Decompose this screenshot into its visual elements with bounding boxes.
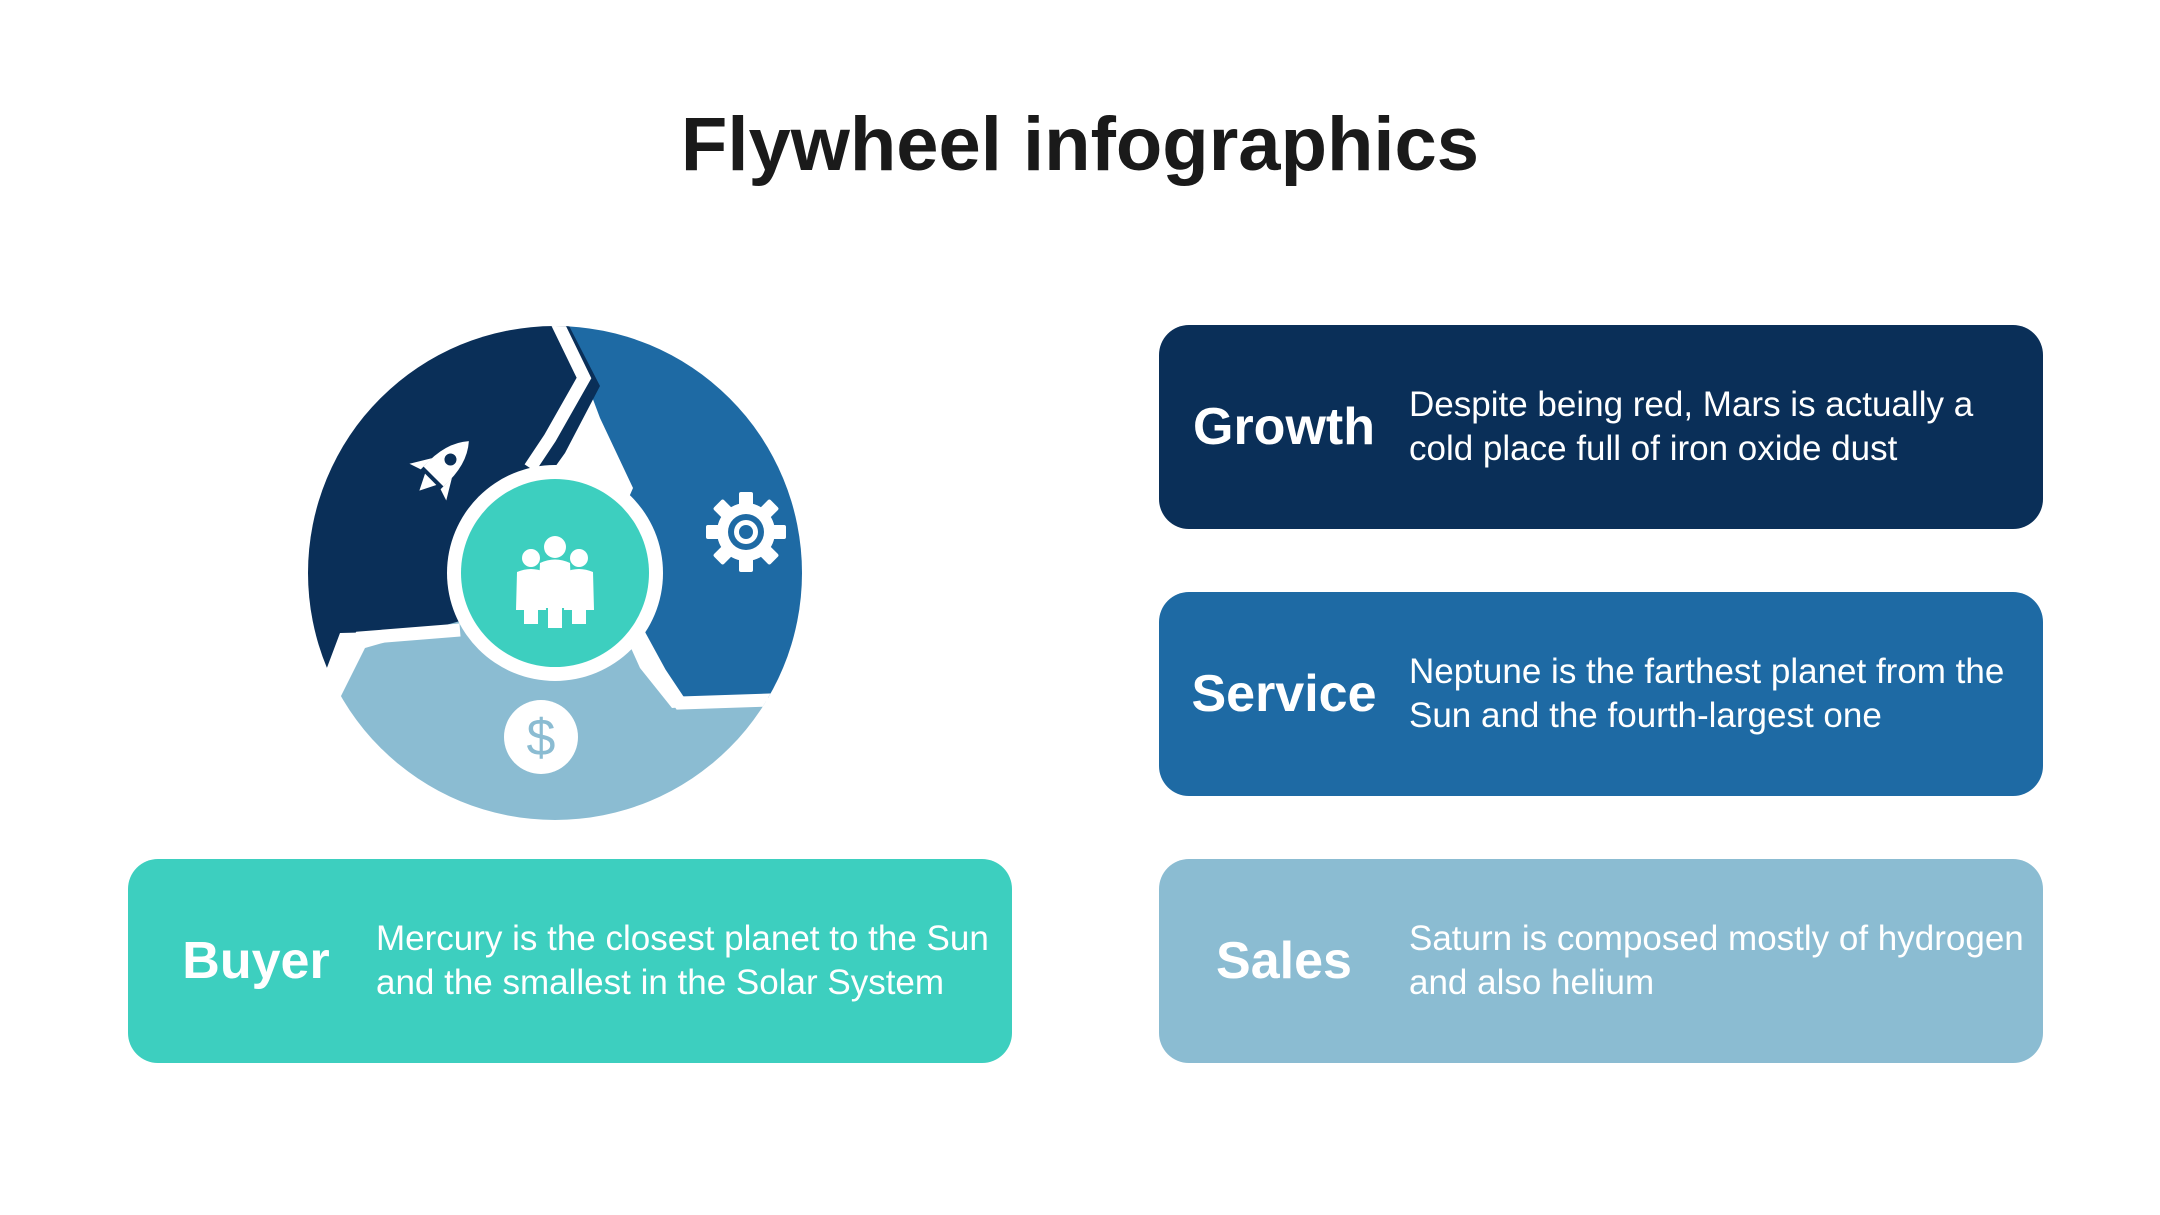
people-icon [516,536,594,628]
sales-description: Saturn is composed mostly of hydrogen an… [1409,917,2043,1005]
service-card: Service Neptune is the farthest planet f… [1159,592,2043,796]
service-description-line: Neptune is the farthest planet from the [1409,652,2005,691]
service-label: Service [1191,665,1377,723]
rocket-icon [409,441,469,501]
growth-description-line: cold place full of iron oxide dust [1409,429,1898,468]
service-description: Neptune is the farthest planet from the … [1409,650,2043,738]
gear-icon [706,492,786,572]
growth-description: Despite being red, Mars is actually a co… [1409,383,2043,471]
dollar-icon: $ [504,700,578,774]
sales-label: Sales [1216,932,1352,990]
growth-description-line: Despite being red, Mars is actually a [1409,385,1974,424]
buyer-description-line: and the smallest in the Solar System [376,963,945,1002]
sales-card: Sales Saturn is composed mostly of hydro… [1159,859,2043,1063]
flywheel-diagram: $ [308,326,802,820]
page-title: Flywheel infographics [680,102,1480,187]
sales-description-line: Saturn is composed mostly of hydrogen [1409,919,2024,958]
growth-label: Growth [1193,398,1375,456]
sales-description-line: and also helium [1409,963,1655,1002]
buyer-description-line: Mercury is the closest planet to the Sun [376,919,989,958]
svg-text:$: $ [527,709,556,767]
buyer-description: Mercury is the closest planet to the Sun… [376,917,1012,1005]
buyer-label: Buyer [182,932,330,990]
growth-card: Growth Despite being red, Mars is actual… [1159,325,2043,529]
buyer-card: Buyer Mercury is the closest planet to t… [128,859,1012,1063]
service-description-line: Sun and the fourth-largest one [1409,696,1882,735]
